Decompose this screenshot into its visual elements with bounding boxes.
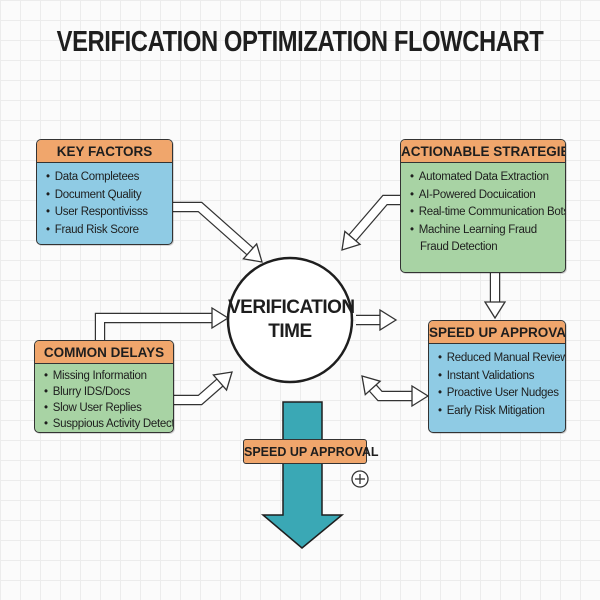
list-item: Automated Data Extraction <box>410 169 565 187</box>
arrowhead <box>379 308 398 332</box>
plus-icon[interactable] <box>351 470 369 488</box>
list-item: AI-Powered Docuication <box>410 187 565 205</box>
arrow-center-to-speed-up <box>356 308 398 332</box>
arrow-center-speed-up-bidirectional <box>361 375 430 408</box>
speed-up-approval-box: SPEED UP APPROVAL Reduced Manual Review … <box>428 320 566 433</box>
list-item: Slow User Replies <box>44 400 173 416</box>
list-item: User Respontivisss <box>46 204 172 222</box>
actionable-strategies-box: ACTIONABLE STRATEGIES Automated Data Ext… <box>400 139 566 273</box>
arrowhead <box>361 375 382 396</box>
arrowhead <box>483 301 507 320</box>
center-line2: TIME <box>268 321 312 342</box>
arrow-delays-to-center-lower <box>172 371 233 406</box>
verification-time-label: VERIFICATION TIME <box>228 296 355 344</box>
common-delays-header: COMMON DELAYS <box>35 341 173 364</box>
arrow-key-factors-to-center <box>172 201 263 263</box>
list-item: Blurry IDS/Docs <box>44 384 173 400</box>
list-item: Susppious Activity Detected <box>44 416 173 432</box>
arrowhead <box>242 242 263 263</box>
list-item: Early Risk Mitigation <box>438 403 565 421</box>
list-item: Data Completees <box>46 169 172 187</box>
common-delays-box: COMMON DELAYS Missing Information Blurry… <box>34 340 174 433</box>
list-item-continuation: Fraud Detection <box>420 241 498 253</box>
list-item: Fraud Risk Score <box>46 222 172 240</box>
list-item: Instant Validations <box>438 368 565 386</box>
arrow-delays-to-center <box>94 306 230 340</box>
verification-time-circle <box>226 256 354 384</box>
list-item: Document Quality <box>46 187 172 205</box>
arrow-strategies-to-speed-up <box>483 272 507 320</box>
speed-up-down-arrow <box>260 401 345 549</box>
list-item-text: Machine Learning Fraud <box>418 223 537 236</box>
arrowhead <box>212 371 233 392</box>
speed-up-approval-label: SPEED UP APPROVAL <box>243 439 379 464</box>
list-item: Missing Information <box>44 368 173 384</box>
list-item: Reduced Manual Review <box>438 350 565 368</box>
center-line1: VERIFICATION <box>228 297 355 318</box>
arrow-strategies-to-center <box>341 194 400 251</box>
arrowhead <box>341 230 362 251</box>
list-item: Proactive User Nudges <box>438 385 565 403</box>
actionable-strategies-header: ACTIONABLE STRATEGIES <box>401 140 565 163</box>
key-factors-box: KEY FACTORS Data Completees Document Qua… <box>36 139 173 245</box>
list-item: Real-time Communication Bots <box>410 204 565 222</box>
arrowhead <box>411 384 430 408</box>
key-factors-header: KEY FACTORS <box>37 140 172 163</box>
arrowhead <box>211 306 230 330</box>
page-title: VERIFICATION OPTIMIZATION FLOWCHART <box>56 26 544 58</box>
speed-up-approval-header: SPEED UP APPROVAL <box>429 321 565 344</box>
